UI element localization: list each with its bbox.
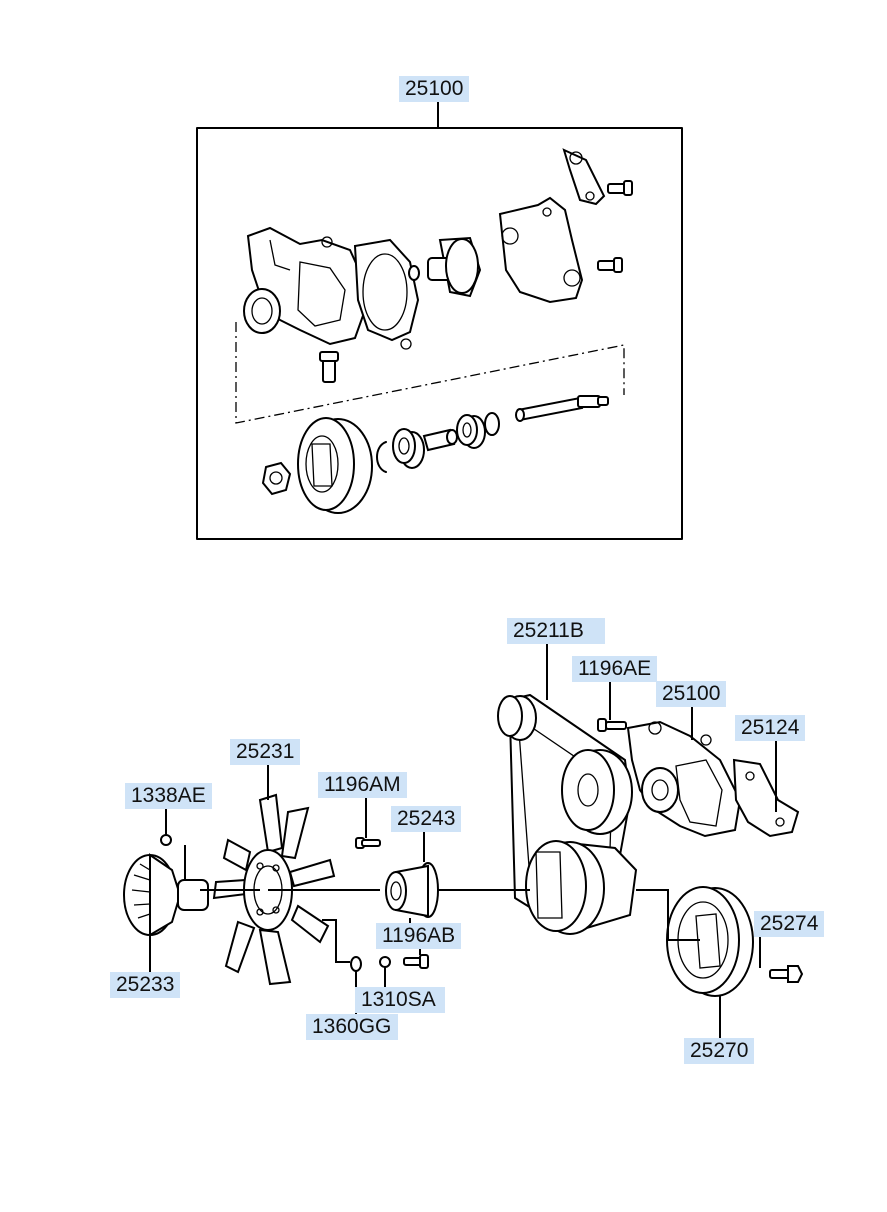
rear-bolt-bottom [597,257,623,273]
pump-housing [243,226,367,346]
bearing-rear [456,414,486,449]
fan-clutch-25233 [123,853,209,937]
gasket-25124 [732,758,800,838]
washer-1310sa [379,956,391,968]
bolt-25274 [769,965,804,983]
callout-25124: 25124 [735,715,806,741]
pulley-25270 [666,886,754,997]
callout-1196ab: 1196AB [376,923,462,949]
small-ring [408,265,420,281]
bolt-1196ab [403,954,429,969]
callout-25274: 25274 [754,911,825,937]
bearing-front [392,428,425,469]
callout-1310sa: 1310SA [355,987,445,1013]
bolt-1196ae [597,718,627,732]
spacer-25243 [385,862,439,918]
nut-1338ae [160,834,172,846]
rear-bolt-top [607,180,633,196]
exploded-view-frame [196,127,683,540]
pump-bolt [319,351,339,383]
spacer-tube [422,428,458,452]
idler-pulley-small [497,695,537,741]
pump-pulley-bottom [561,749,633,835]
callout-1360gg: 1360GG [306,1014,398,1040]
callout-25233: 25233 [110,972,181,998]
callout-1338ae: 1338AE [125,783,212,809]
exploded-dashdot-box [235,322,625,424]
bottom-assembly [123,643,804,1038]
impeller [427,236,482,298]
callout-25100-top: 25100 [399,76,470,102]
callout-25231: 25231 [230,739,301,765]
water-pump-exploded-view [196,102,683,540]
pump-body-gasket [353,238,420,350]
bolt-1196am [355,837,381,849]
callout-25100: 25100 [656,681,727,707]
callout-1196ae: 1196AE [572,656,658,682]
callout-25211b: 25211B [507,618,605,644]
crank-pulley-bottom [525,840,638,935]
fan-25231 [212,793,336,986]
rear-bracket [562,148,606,206]
rear-gasket-plate [498,196,584,304]
callout-25270: 25270 [684,1038,755,1064]
washer-1360gg [350,956,362,972]
nut [261,461,292,496]
snap-ring [376,441,387,473]
leader-lines [149,643,777,1038]
pulley-top [297,417,373,514]
seal-washer [484,412,500,436]
water-pump-bottom [626,720,742,838]
callout-1196am: 1196AM [318,772,407,798]
callout-25243: 25243 [391,806,462,832]
pump-shaft [515,395,609,422]
